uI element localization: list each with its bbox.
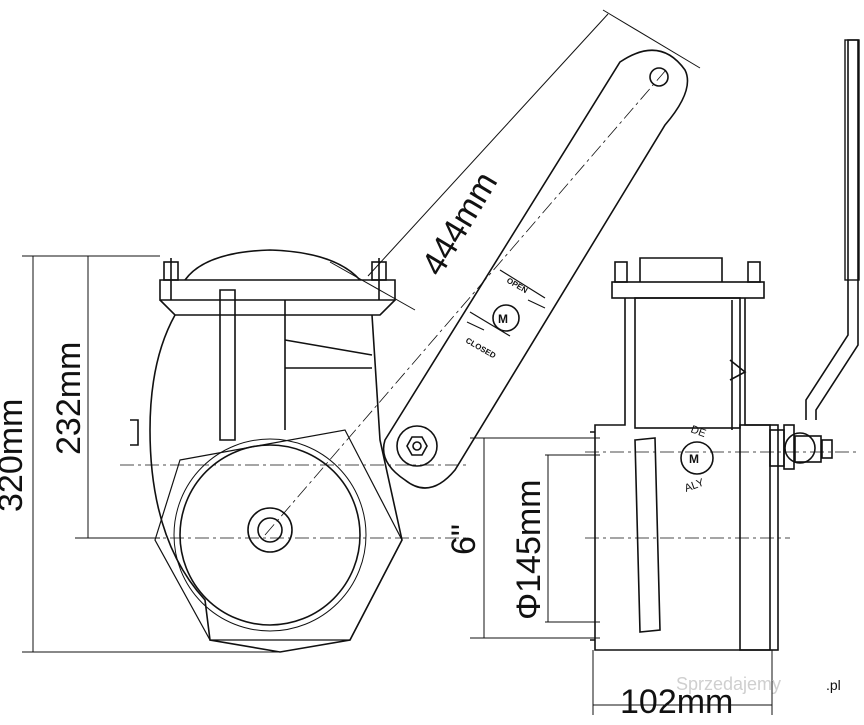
handle-pivot: [396, 425, 438, 467]
dome-cap: [184, 249, 361, 281]
right-hub: [769, 429, 785, 467]
dim-444-label: 444mm: [414, 165, 505, 282]
right-lever-rod: [805, 39, 859, 420]
handle: M: [264, 49, 689, 536]
watermark-text: Sprzedajemy: [676, 674, 781, 694]
right-view: M: [585, 39, 860, 651]
shaft-outer: [247, 507, 293, 553]
casting-mark-top: DE: [689, 424, 707, 441]
right-neck: [634, 297, 741, 429]
dim-6in-label: 6": [445, 524, 483, 555]
casting-logo: [680, 441, 714, 475]
shaft-inner: [257, 517, 283, 543]
watermark-suffix: .pl: [826, 677, 841, 693]
right-top-flange: [611, 281, 765, 299]
top-flange: [159, 279, 396, 301]
dim-right-vertical: [470, 437, 600, 639]
handle-open-label: OPEN: [505, 276, 529, 295]
left-view: [120, 249, 470, 653]
body-outline: [149, 314, 403, 653]
handle-grip-hole: [649, 67, 669, 87]
dim-102-label: 102mm: [620, 683, 733, 720]
hub-disc: [179, 444, 361, 626]
handle-closed-label: CLOSED: [464, 336, 498, 361]
dim-232-label: 232mm: [50, 342, 88, 455]
handle-outline: [382, 49, 689, 489]
dim-145-label: Φ145mm: [510, 480, 548, 621]
dim-320-label: 320mm: [0, 399, 30, 512]
right-body: [594, 298, 771, 651]
svg-text:M: M: [689, 452, 699, 466]
casting-mark-bottom: ALY: [683, 476, 706, 494]
dim-444: [329, 9, 701, 311]
dim-102: [592, 650, 773, 715]
handle-badge-glyph: M: [498, 312, 508, 326]
handle-badge: [492, 304, 520, 332]
hex-outline: [154, 429, 403, 641]
dim-vertical-left: [22, 255, 280, 653]
